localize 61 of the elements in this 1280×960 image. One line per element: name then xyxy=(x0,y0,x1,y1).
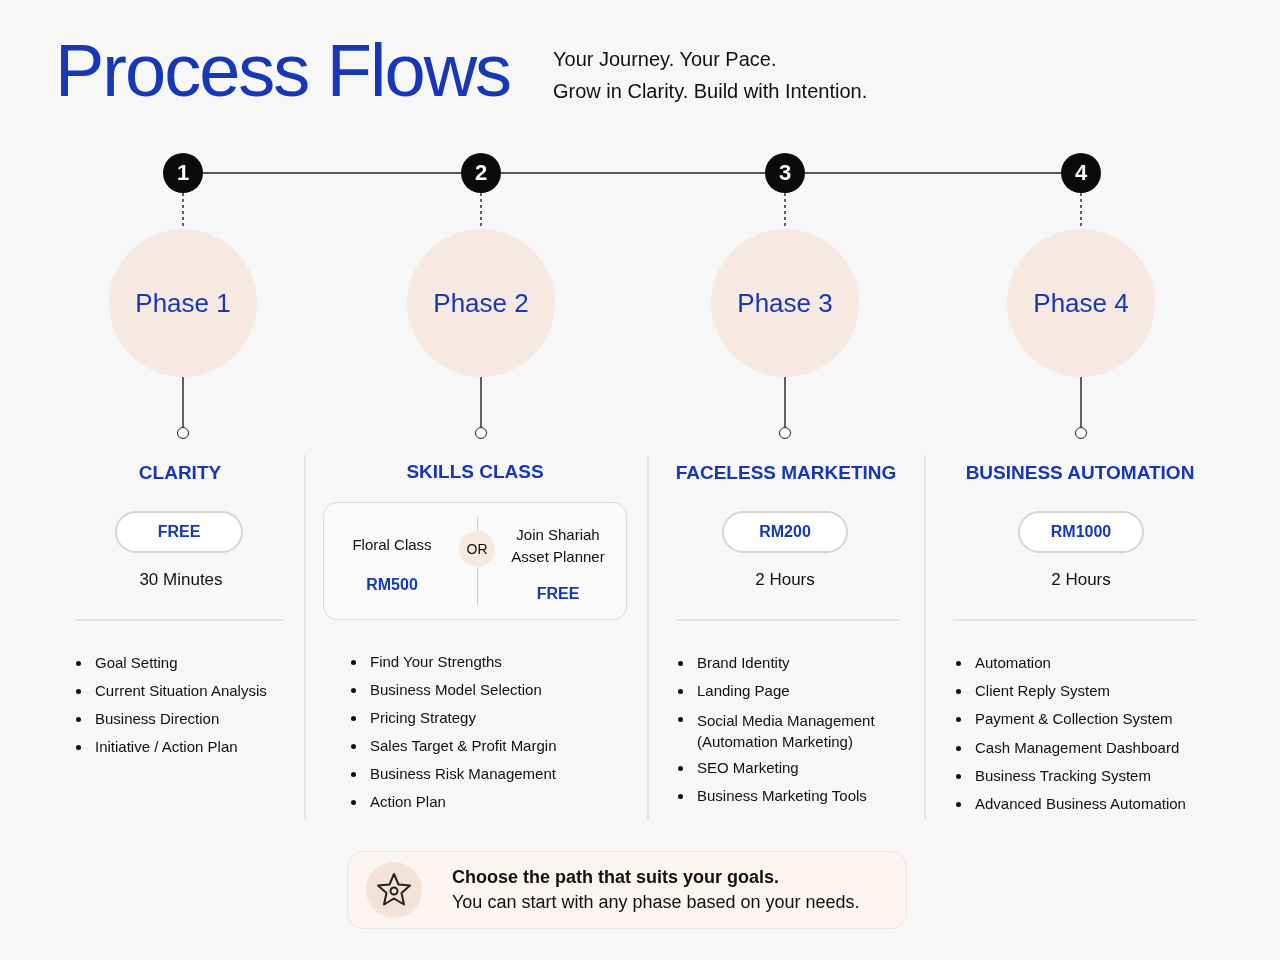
bullet-item: Action Plan xyxy=(350,793,446,810)
option-title: Join Shariah Asset Planner xyxy=(510,525,606,567)
subtitle-text: Your Journey. Your Pace. xyxy=(553,48,777,71)
bullet-item: Business Risk Management xyxy=(350,765,556,782)
end-dot xyxy=(779,427,791,439)
option-price: FREE xyxy=(536,584,580,604)
end-dot xyxy=(177,427,189,439)
bullet-item: Pricing Strategy xyxy=(350,709,476,726)
bullet-item: Landing Page xyxy=(677,682,790,699)
option-card xyxy=(323,502,627,620)
bullet-item: Cash Management Dashboard xyxy=(955,738,1180,756)
note-heading: Choose the path that suits your goals. xyxy=(452,867,780,888)
bullet-item: Find Your Strengths xyxy=(350,653,502,670)
number-circle: 3 xyxy=(765,153,805,193)
bullet-item: Social Media Management (Automation Marketing) xyxy=(677,710,897,752)
phase-circle: Phase 4 xyxy=(1007,229,1155,377)
column-heading: BUSINESS AUTOMATION xyxy=(965,462,1195,484)
bullet-item: Client Reply System xyxy=(955,682,1111,700)
or-circle: OR xyxy=(459,531,495,567)
phase-circle: Phase 2 xyxy=(407,229,555,377)
connector-line xyxy=(500,172,766,174)
duration-text: 2 Hours xyxy=(1051,570,1111,590)
bullet-item: Advanced Business Automation xyxy=(955,795,1186,812)
bullet-item: SEO Marketing xyxy=(677,759,799,776)
end-dot xyxy=(475,427,487,439)
bullet-item: Initiative / Action Plan xyxy=(75,738,238,755)
column-heading: SKILLS CLASS xyxy=(406,461,544,483)
phase-circle: Phase 1 xyxy=(109,229,257,377)
price-pill: RM200 xyxy=(722,511,848,553)
connector-line xyxy=(480,376,482,428)
bullet-item: Business Tracking System xyxy=(955,766,1151,784)
subtitle-text: Grow in Clarity. Build with Intention. xyxy=(553,80,868,103)
bullet-item: Business Model Selection xyxy=(350,681,542,698)
bullet-item: Sales Target & Profit Margin xyxy=(350,737,557,754)
option-price: RM500 xyxy=(366,575,418,595)
title: Process Flows xyxy=(55,28,511,113)
column-heading: CLARITY xyxy=(138,462,222,484)
connector-line xyxy=(1080,376,1082,428)
connector-line xyxy=(202,172,462,174)
bullet-item: Brand Identity xyxy=(677,654,790,671)
bullet-item: Payment & Collection System xyxy=(955,710,1173,728)
option-title: Floral Class xyxy=(351,535,433,555)
bullet-item: Business Marketing Tools xyxy=(677,787,867,804)
number-circle: 2 xyxy=(461,153,501,193)
connector-line xyxy=(182,376,184,428)
bullet-item: Automation xyxy=(955,654,1051,671)
end-dot xyxy=(1075,427,1087,439)
bullet-item: Current Situation Analysis xyxy=(75,682,267,699)
phase-circle: Phase 3 xyxy=(711,229,859,377)
price-pill: FREE xyxy=(115,511,243,553)
number-circle: 1 xyxy=(163,153,203,193)
duration-text: 30 Minutes xyxy=(139,570,223,590)
connector-line xyxy=(804,172,1062,174)
note-text: You can start with any phase based on your needs. xyxy=(452,892,860,913)
duration-text: 2 Hours xyxy=(755,570,815,590)
price-pill: RM1000 xyxy=(1018,511,1144,553)
column-heading: FACELESS MARKETING xyxy=(675,462,897,484)
bullet-item: Business Direction xyxy=(75,710,220,727)
connector-line xyxy=(784,376,786,428)
number-circle: 4 xyxy=(1061,153,1101,193)
bullet-item: Goal Setting xyxy=(75,654,178,671)
